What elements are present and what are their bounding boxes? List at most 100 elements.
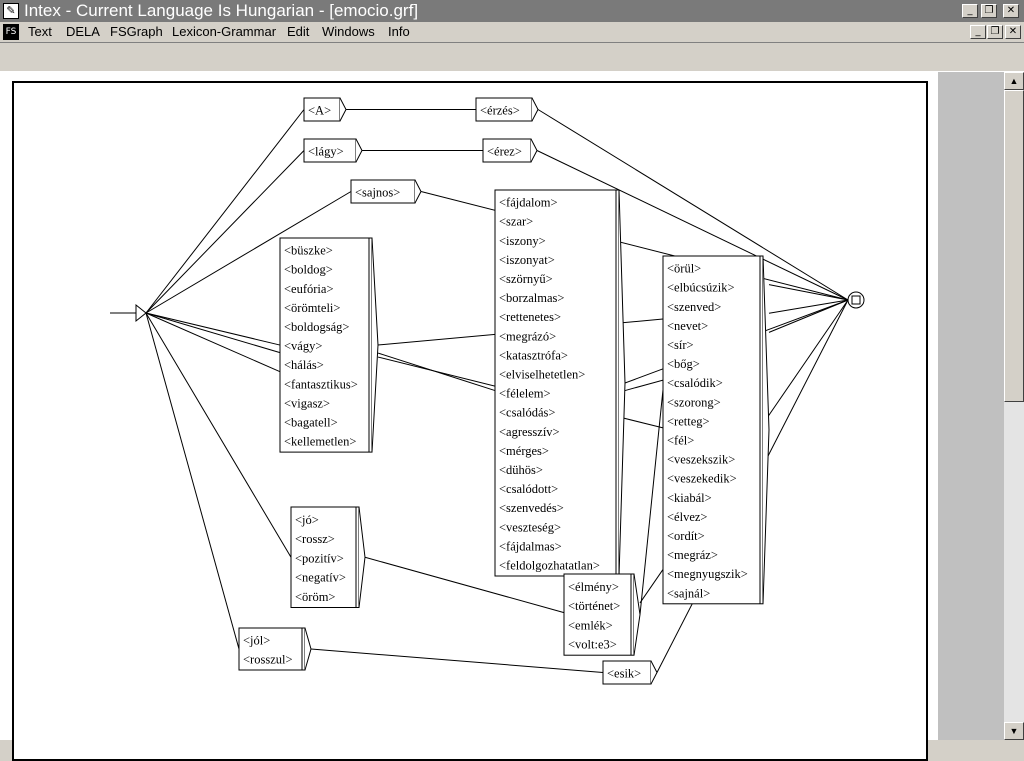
box-item: <jól>: [243, 634, 270, 648]
transition: [145, 312, 281, 346]
box-item: <élmény>: [568, 580, 619, 594]
final-node[interactable]: [847, 291, 865, 309]
box-item: <fantasztikus>: [284, 377, 358, 391]
canvas-margin: [938, 72, 1004, 740]
box-item: <megrázó>: [499, 329, 556, 343]
transition: [145, 191, 352, 314]
box-item: <csalódik>: [667, 376, 723, 390]
box-item: <elviselhetetlen>: [499, 368, 585, 382]
graph-svg[interactable]: <A><érzés><lágy><érez><sajnos><büszke><b…: [0, 72, 938, 740]
menu-lexicon-grammar[interactable]: Lexicon-Grammar: [172, 24, 277, 39]
transition: [768, 299, 849, 314]
transition: [624, 379, 664, 392]
transition: [536, 150, 849, 301]
box-item: <megráz>: [667, 548, 718, 562]
restore-icon[interactable]: ❐: [981, 4, 997, 18]
box-item: <feldolgozhatatlan>: [499, 559, 600, 573]
box-item: <bagatell>: [284, 416, 338, 430]
app-icon[interactable]: ✎: [3, 3, 19, 19]
vertical-scrollbar[interactable]: ▲ ▼: [1004, 72, 1024, 740]
toolbar: [0, 42, 1024, 72]
box-item: <esik>: [607, 667, 641, 681]
graph-box-sajnos[interactable]: <sajnos>: [350, 179, 422, 204]
graph-canvas[interactable]: <A><érzés><lágy><érez><sajnos><büszke><b…: [0, 72, 938, 761]
close-icon[interactable]: ✕: [1003, 4, 1019, 18]
box-item: <büszke>: [284, 244, 333, 258]
graph-box-A[interactable]: <A>: [303, 97, 347, 122]
graph-box-elmeny[interactable]: <élmény><történet><emlék><volt:e3>: [563, 573, 641, 656]
graph-box-esik[interactable]: <esik>: [602, 660, 658, 685]
graph-box-erez[interactable]: <érez>: [482, 138, 538, 163]
box-arrow: [304, 627, 312, 671]
box-arrow: [358, 506, 366, 608]
box-item: <szenved>: [667, 300, 721, 314]
box-item: <hálás>: [284, 358, 324, 372]
doc-restore-icon[interactable]: ❐: [987, 25, 1003, 39]
graph-box-jol[interactable]: <jól> <rosszul>: [238, 627, 312, 671]
box-item: <borzalmas>: [499, 291, 564, 305]
graph-box-neg[interactable]: <fájdalom><szar><iszony><iszonyat><szörn…: [494, 189, 626, 577]
scroll-down-icon[interactable]: ▼: [1004, 722, 1024, 740]
box-arrow: [618, 189, 626, 577]
box-item: <jó>: [295, 513, 319, 527]
transition: [145, 312, 281, 373]
title-bar: ✎ Intex - Current Language Is Hungarian …: [0, 0, 1024, 22]
box-item: <öröm>: [295, 590, 336, 604]
box-item: <sajnos>: [355, 186, 400, 200]
box-frame: [662, 255, 764, 605]
transition: [145, 312, 281, 354]
box-item: <veszteség>: [499, 520, 561, 534]
scroll-up-icon[interactable]: ▲: [1004, 72, 1024, 90]
menu-info[interactable]: Info: [388, 24, 410, 39]
graph-box-pos[interactable]: <büszke><boldog><eufória><örömteli><bold…: [279, 237, 379, 453]
graph-box-erzes[interactable]: <érzés>: [475, 97, 539, 122]
box-arrow: [530, 138, 538, 163]
transition-lines: [145, 109, 849, 673]
menu-fsgraph[interactable]: FSGraph: [110, 24, 163, 39]
box-item: <negatív>: [295, 571, 346, 585]
box-item: <vágy>: [284, 339, 322, 353]
box-item: <sír>: [667, 338, 694, 352]
menu-text[interactable]: Text: [28, 24, 52, 39]
box-frame: [494, 189, 620, 577]
box-item: <retteg>: [667, 414, 710, 428]
menu-windows[interactable]: Windows: [322, 24, 375, 39]
box-arrow: [633, 573, 641, 656]
transition: [537, 109, 849, 301]
graph-box-verbs[interactable]: <örül><elbúcsúzik><szenved><nevet><sír><…: [662, 255, 770, 605]
box-item: <fájdalmas>: [499, 539, 562, 553]
doc-minimize-icon[interactable]: _: [970, 25, 986, 39]
box-item: <elbúcsúzik>: [667, 281, 735, 295]
transition: [768, 299, 849, 333]
transition: [364, 556, 565, 614]
menu-dela[interactable]: DELA: [66, 24, 100, 39]
graph-box-lagy[interactable]: <lágy>: [303, 138, 363, 163]
mdi-area: <A><érzés><lágy><érez><sajnos><büszke><b…: [0, 72, 1024, 761]
box-item: <pozitív>: [295, 551, 344, 565]
box-item: <sajnál>: [667, 586, 710, 600]
box-item: <örömteli>: [284, 301, 340, 315]
box-item: <rosszul>: [243, 653, 293, 667]
box-item: <élvez>: [667, 510, 707, 524]
graph-box-jo[interactable]: <jó> <rossz> <pozitív> <negatív> <öröm>: [290, 506, 366, 608]
box-item: <érzés>: [480, 104, 520, 118]
transition: [420, 191, 849, 301]
menu-edit[interactable]: Edit: [287, 24, 310, 39]
box-item: <érez>: [487, 145, 522, 159]
box-item: <kiabál>: [667, 491, 712, 505]
box-item: <megnyugszik>: [667, 567, 748, 581]
document-icon[interactable]: FS: [3, 24, 19, 40]
box-frame: [279, 237, 373, 453]
doc-close-icon[interactable]: ✕: [1005, 25, 1021, 39]
transition: [768, 284, 849, 301]
box-item: <nevet>: [667, 319, 708, 333]
box-arrow: [762, 255, 770, 604]
box-item: <rossz>: [295, 532, 335, 546]
transition: [639, 389, 664, 615]
transition: [145, 312, 240, 650]
scroll-thumb[interactable]: [1004, 90, 1024, 402]
box-item: <csalódás>: [499, 406, 555, 420]
minimize-icon[interactable]: _: [962, 4, 978, 18]
initial-node[interactable]: [110, 303, 147, 323]
box-arrow: [371, 237, 379, 453]
